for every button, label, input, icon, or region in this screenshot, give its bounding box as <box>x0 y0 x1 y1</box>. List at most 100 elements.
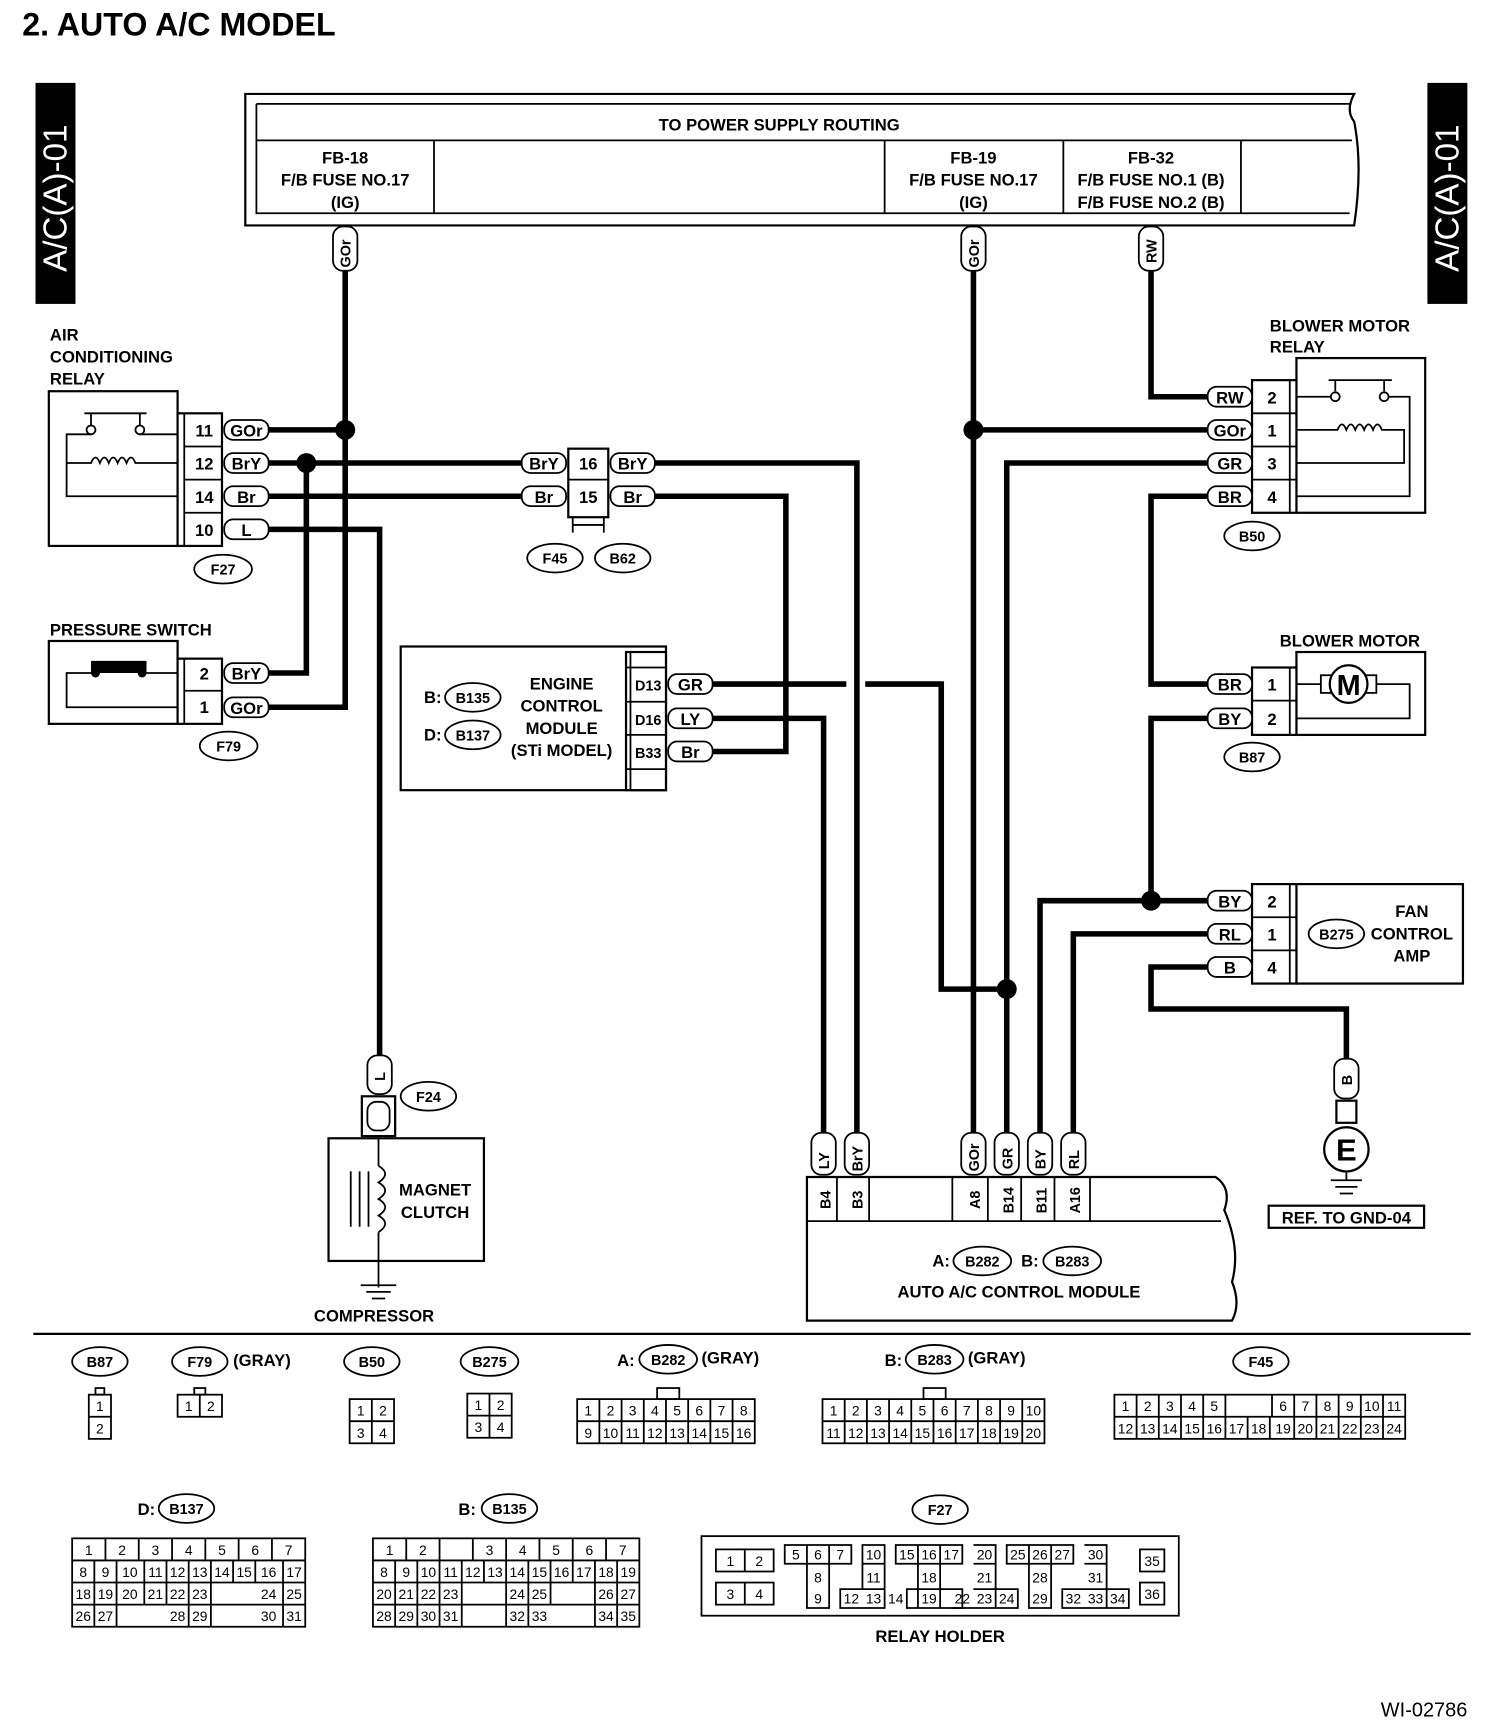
svg-text:B: B <box>1340 1075 1356 1085</box>
svg-text:B3: B3 <box>850 1191 866 1209</box>
engine-control-module: D13 D16 B33 ENGINE CONTROL MODULE (STi M… <box>399 645 714 792</box>
svg-text:GOr: GOr <box>230 699 263 718</box>
svg-text:F79: F79 <box>187 1355 212 1371</box>
svg-text:FAN: FAN <box>1395 902 1428 921</box>
f27-pins: 11 12 14 10 GOr BrY Br L <box>195 419 270 541</box>
svg-text:B:: B: <box>885 1351 903 1370</box>
svg-text:F27: F27 <box>211 563 236 579</box>
svg-text:BLOWER MOTOR: BLOWER MOTOR <box>1270 317 1410 336</box>
svg-text:B135: B135 <box>456 691 490 707</box>
svg-text:Br: Br <box>681 743 700 762</box>
blower-motor: BLOWER MOTOR 1 2 M BR BY <box>1206 632 1427 737</box>
svg-text:L: L <box>373 1072 389 1081</box>
svg-text:B:: B: <box>1021 1252 1039 1271</box>
svg-text:F79: F79 <box>216 740 241 756</box>
svg-text:A8: A8 <box>968 1191 984 1209</box>
splice-gor-left <box>335 419 356 440</box>
svg-text:F27: F27 <box>928 1503 953 1519</box>
svg-text:(STi MODEL): (STi MODEL) <box>511 741 612 760</box>
svg-text:1: 1 <box>185 1398 193 1414</box>
svg-text:1: 1 <box>475 1397 483 1413</box>
relay-holder-label: RELAY HOLDER <box>875 1627 1005 1646</box>
svg-text:B135: B135 <box>492 1502 526 1518</box>
svg-text:2: 2 <box>1267 892 1276 911</box>
svg-text:BR: BR <box>1218 676 1242 695</box>
fb19-fuse: F/B FUSE NO.17 <box>909 171 1038 190</box>
svg-text:CONTROL: CONTROL <box>1371 924 1453 943</box>
svg-text:1: 1 <box>357 1403 365 1419</box>
magnet-clutch: L F24 MAGNET CLUTCH COMPRESSOR <box>314 1054 486 1326</box>
svg-text:2: 2 <box>379 1403 387 1419</box>
svg-text:B14: B14 <box>1001 1187 1017 1213</box>
fb18-fuse: F/B FUSE NO.17 <box>281 171 410 190</box>
svg-text:BY: BY <box>1034 1149 1050 1169</box>
svg-text:CONTROL: CONTROL <box>520 697 602 716</box>
fb32-fuse1: F/B FUSE NO.1 (B) <box>1078 171 1225 190</box>
svg-text:GOr: GOr <box>339 239 355 267</box>
svg-text:1: 1 <box>1267 422 1276 441</box>
connector-b87: B87 <box>1223 741 1281 773</box>
svg-text:B33: B33 <box>635 746 661 762</box>
svg-text:LY: LY <box>817 1152 833 1169</box>
svg-text:MODULE: MODULE <box>526 719 598 738</box>
svg-text:B87: B87 <box>87 1355 113 1371</box>
svg-text:A/C(A)-01: A/C(A)-01 <box>1429 125 1466 272</box>
fan-control-amp: 2 1 4 B275 FAN CONTROL AMP BY RL B <box>1206 882 1465 985</box>
svg-text:3: 3 <box>357 1425 365 1441</box>
svg-text:RW: RW <box>1216 388 1244 407</box>
svg-text:1: 1 <box>96 1398 104 1414</box>
power-supply-box: TO POWER SUPPLY ROUTING FB-18 F/B FUSE N… <box>244 92 1360 227</box>
power-header: TO POWER SUPPLY ROUTING <box>659 115 900 134</box>
connector-f45: F45 <box>526 542 584 574</box>
svg-text:B: B <box>1224 959 1236 978</box>
svg-text:14: 14 <box>195 488 214 507</box>
svg-text:B282: B282 <box>651 1353 685 1369</box>
svg-text:GR: GR <box>1217 455 1242 474</box>
svg-text:BrY: BrY <box>232 455 262 474</box>
connector-f27: F27 <box>193 553 253 585</box>
svg-text:2: 2 <box>497 1397 505 1413</box>
svg-text:BY: BY <box>1218 710 1241 729</box>
ac-relay-label-1: AIR <box>50 325 79 344</box>
svg-text:BY: BY <box>1218 892 1241 911</box>
fb19-mode: (IG) <box>959 193 988 212</box>
fb32-fuse2: F/B FUSE NO.2 (B) <box>1078 193 1225 212</box>
fb18-mode: (IG) <box>331 193 360 212</box>
svg-text:10: 10 <box>195 521 214 540</box>
svg-text:(GRAY): (GRAY) <box>968 1349 1026 1368</box>
svg-text:15: 15 <box>579 488 598 507</box>
svg-text:D:: D: <box>138 1500 156 1519</box>
svg-text:D16: D16 <box>635 713 661 729</box>
svg-text:F24: F24 <box>416 1090 441 1106</box>
legend-b275: B275 1 2 3 4 <box>459 1346 520 1439</box>
svg-text:B137: B137 <box>169 1502 203 1518</box>
blower-motor-relay: BLOWER MOTOR RELAY 2 1 3 4 RW GOr GR BR <box>1206 317 1427 514</box>
connector-f79: F79 <box>198 730 259 762</box>
svg-text:B275: B275 <box>472 1355 506 1371</box>
svg-text:(GRAY): (GRAY) <box>233 1351 291 1370</box>
wire-tag-rw: RW <box>1137 225 1165 272</box>
svg-text:GOr: GOr <box>967 1143 983 1171</box>
svg-text:12: 12 <box>195 455 214 474</box>
pressure-switch-label: PRESSURE SWITCH <box>50 620 212 639</box>
fb32-id: FB-32 <box>1128 149 1174 168</box>
svg-text:GOr: GOr <box>967 239 983 267</box>
svg-text:RL: RL <box>1067 1150 1083 1169</box>
svg-text:D13: D13 <box>635 679 661 695</box>
svg-text:2: 2 <box>96 1420 104 1436</box>
svg-text:4: 4 <box>1267 488 1277 507</box>
svg-text:Br: Br <box>535 488 554 507</box>
svg-text:A:: A: <box>617 1351 635 1370</box>
svg-text:2: 2 <box>207 1398 215 1414</box>
